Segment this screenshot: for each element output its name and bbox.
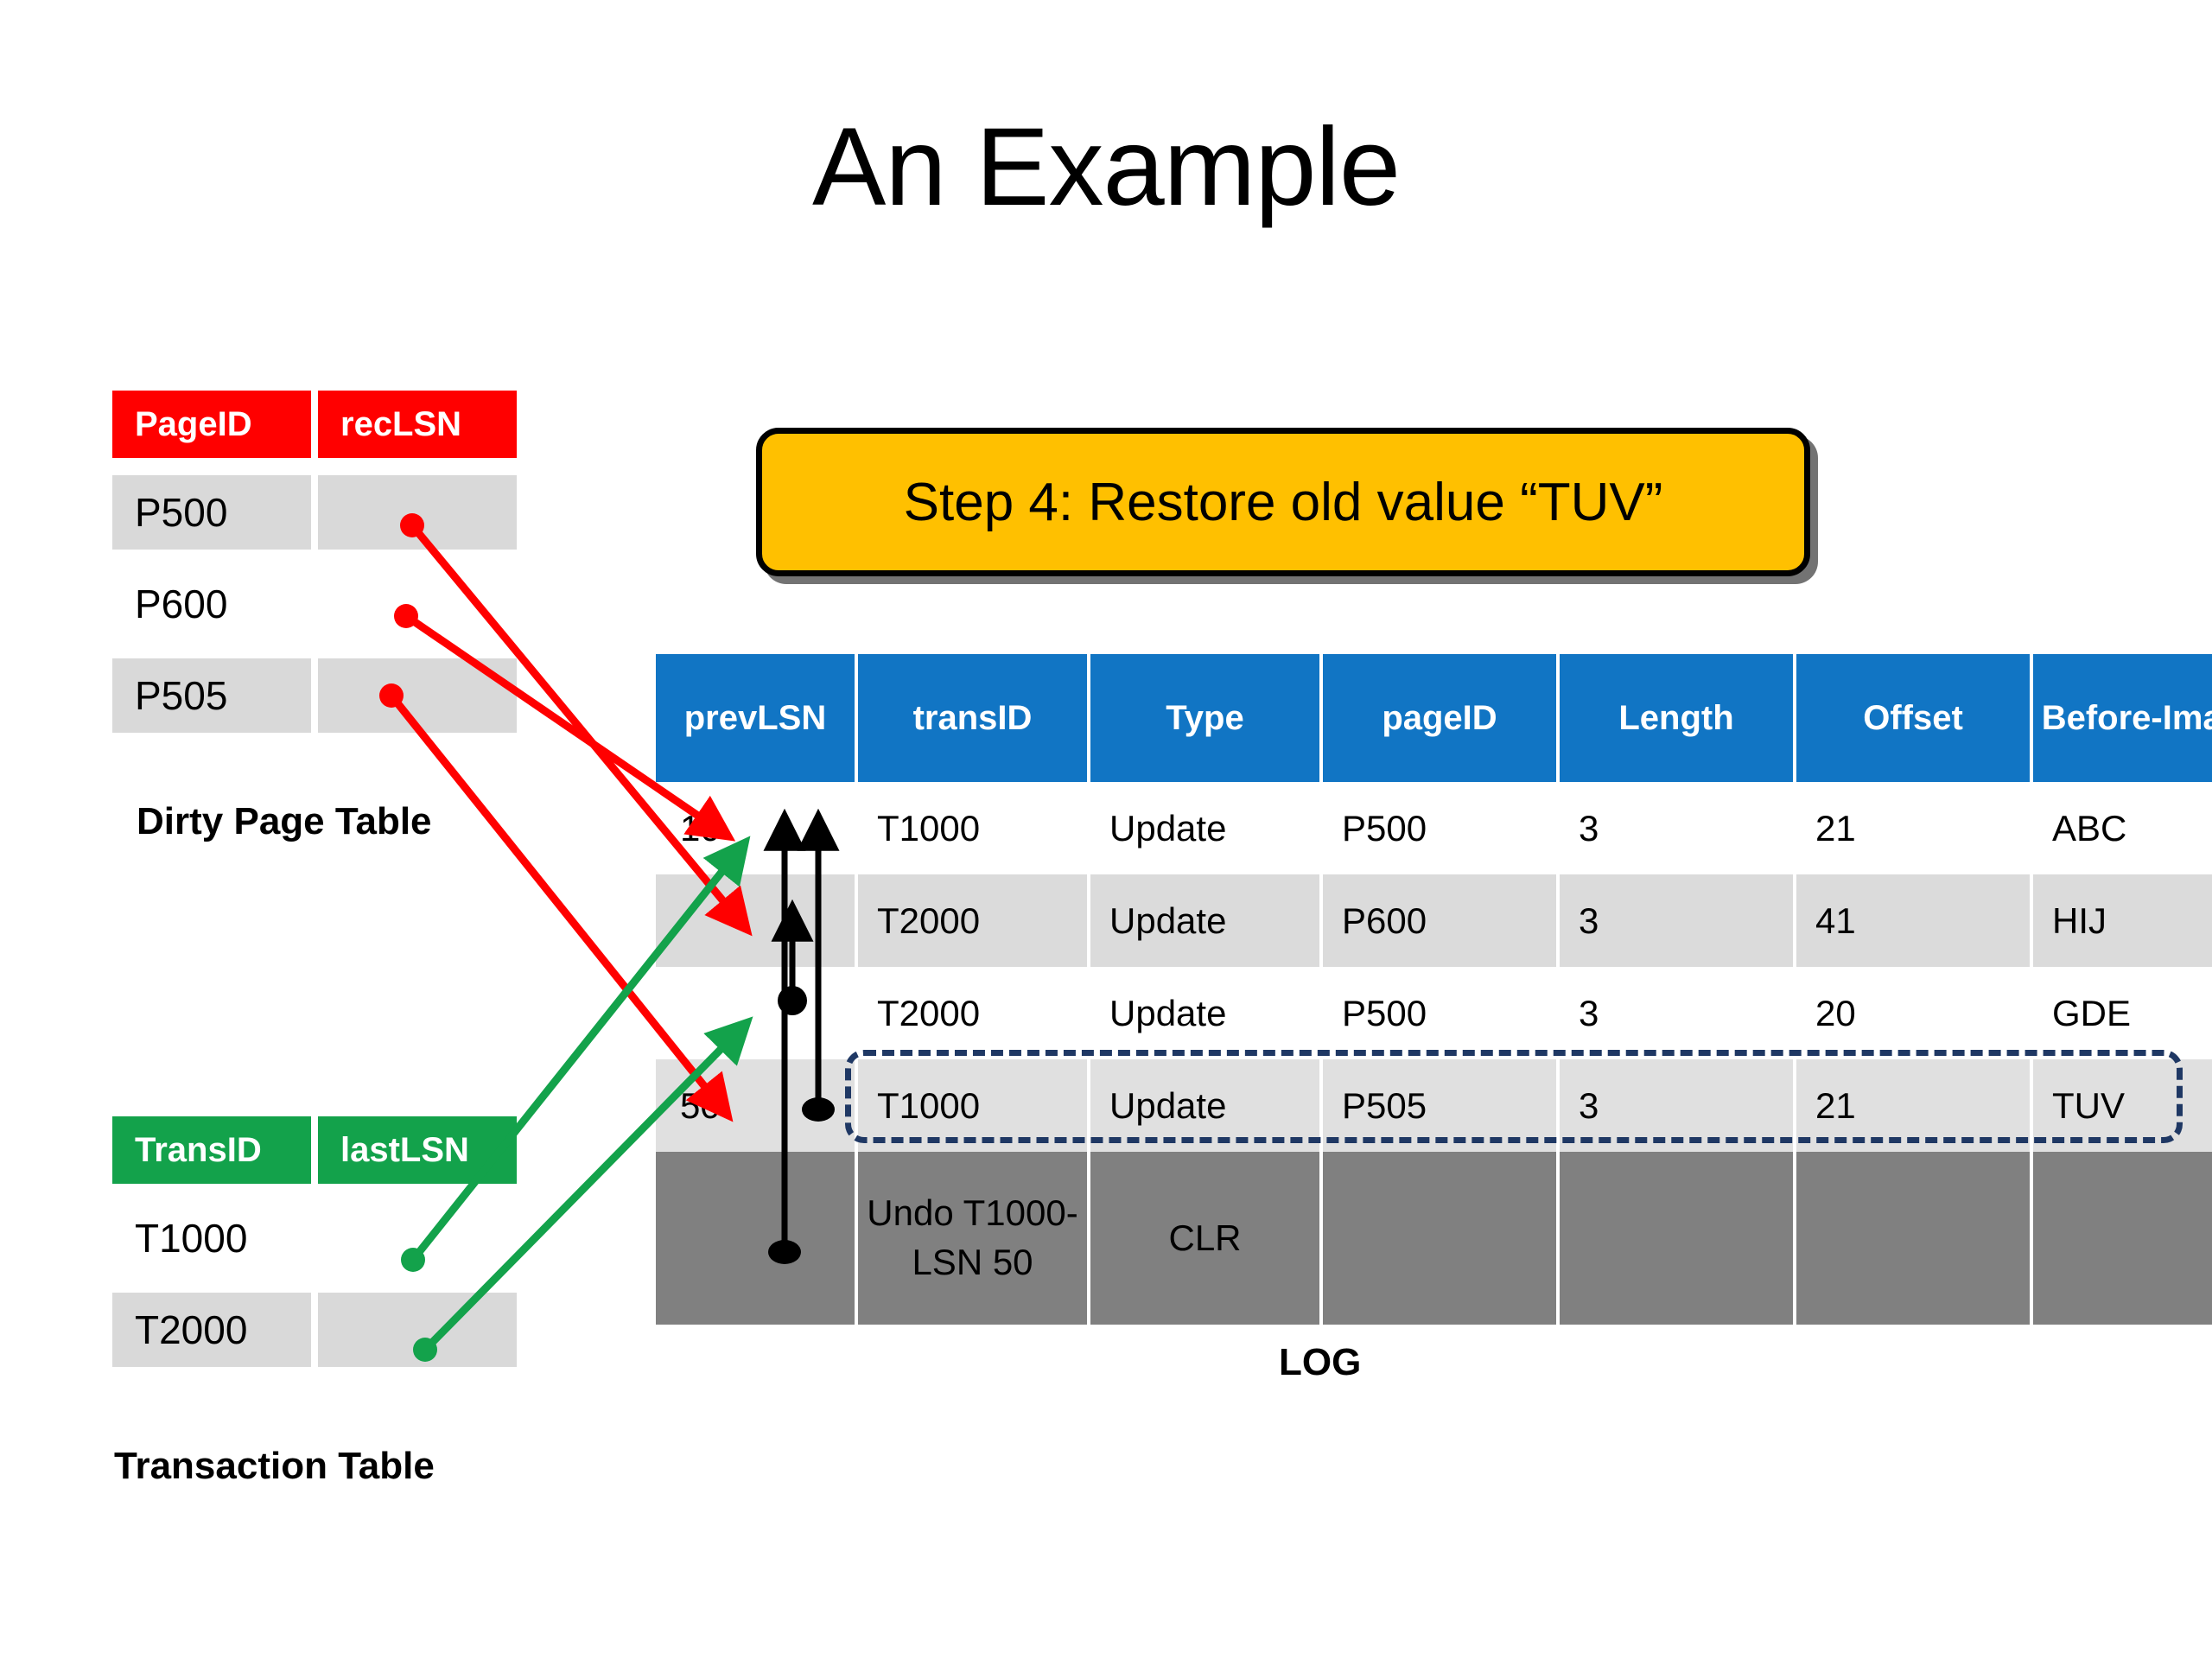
log-cell-type: Update [1109,807,1227,849]
dirty-page-table: PageID recLSN P500 P600 P505 [112,391,527,733]
log-cell-offset: 21 [1796,1059,2030,1152]
transaction-table: TransID lastLSN T1000 T2000 [112,1116,527,1367]
dpt-cell-pageid: P600 [135,582,228,626]
table-row-highlighted[interactable]: 50 T1000 Update P505 3 21 TUV WXY [656,1059,2212,1152]
tt-header-lastlsn: lastLSN [318,1116,517,1184]
log-cell-length: 3 [1560,1059,1793,1152]
log-cell-type: Update [1090,1059,1319,1152]
log-cell-transid: T2000 [858,874,1087,967]
log-cell-offset: 41 [1796,874,2030,967]
log-cell-length: 3 [1579,992,1599,1033]
dirty-page-table-caption: Dirty Page Table [137,800,432,842]
dpt-cell-pageid: P500 [112,475,311,550]
log-cell-prevlsn: 50 [656,1059,855,1152]
log-cell-pageid: P500 [1342,992,1427,1033]
log-header-type: Type [1090,654,1319,782]
log-cell-pageid: P500 [1342,807,1427,849]
log-header-prevlsn: prevLSN [656,654,855,782]
table-row[interactable]: P500 [112,475,527,550]
log-header-row: prevLSN transID Type pageID Length Offse… [656,654,2212,782]
log-header-length: Length [1560,654,1793,782]
table-row[interactable]: T2000 [112,1293,527,1367]
log-cell-length [1560,1152,1793,1325]
log-cell-prevlsn [656,1152,855,1325]
tt-cell-lastlsn [318,1201,517,1275]
log-cell-length: 3 [1560,874,1793,967]
log-cell-before-image: HIJ [2033,874,2212,967]
log-cell-offset [1796,1152,2030,1325]
dpt-cell-reclsn [318,475,517,550]
log-cell-transid: T1000 [858,1059,1087,1152]
step-callout-banner: Step 4: Restore old value “TUV” [756,428,1810,576]
table-row-clr[interactable]: Undo T1000-LSN 50 CLR [656,1152,2212,1325]
log-table-caption: LOG [1279,1341,1362,1383]
log-cell-before-image: ABC [2052,807,2127,849]
table-row[interactable]: T2000 Update P600 3 41 HIJ KLM [656,874,2212,967]
log-cell-transid: T1000 [877,807,981,849]
log-table: prevLSN transID Type pageID Length Offse… [652,654,2212,1325]
log-cell-prevlsn [656,874,855,967]
dpt-cell-reclsn [318,658,517,733]
tt-cell-transid: T2000 [112,1293,311,1367]
log-header-pageid: pageID [1323,654,1556,782]
log-cell-pageid: P600 [1323,874,1556,967]
log-cell-type: Update [1090,874,1319,967]
dpt-cell-pageid: P505 [112,658,311,733]
log-cell-prevlsn [656,967,855,1059]
tt-cell-transid: T1000 [135,1216,248,1261]
page-title: An Example [811,105,1401,229]
dpt-header-reclsn: recLSN [318,391,517,458]
log-cell-pageid [1323,1152,1556,1325]
log-header-before-image: Before-Image [2033,654,2212,782]
log-header-transid: transID [858,654,1087,782]
log-cell-type: CLR [1090,1152,1319,1325]
log-cell-before-image: TUV [2033,1059,2212,1152]
dpt-header-pageid: PageID [112,391,311,458]
log-cell-length: 3 [1579,807,1599,849]
log-header-offset: Offset [1796,654,2030,782]
table-row[interactable]: P505 [112,658,527,733]
table-row[interactable]: 10 T1000 Update P500 3 21 ABC DEF [656,782,2212,874]
log-cell-pageid: P505 [1323,1059,1556,1152]
log-cell-before-image [2033,1152,2212,1325]
table-row[interactable]: T2000 Update P500 3 20 GDE QRS [656,967,2212,1059]
log-cell-offset: 20 [1815,992,1856,1033]
log-cell-transid: Undo T1000-LSN 50 [858,1152,1087,1325]
log-cell-offset: 21 [1815,807,1856,849]
table-row[interactable]: T1000 [112,1201,527,1275]
tt-cell-lastlsn [318,1293,517,1367]
table-row[interactable]: P600 [112,567,527,641]
transaction-table-caption: Transaction Table [114,1445,435,1487]
log-cell-type: Update [1109,992,1227,1033]
log-cell-before-image: GDE [2052,992,2132,1033]
tt-header-transid: TransID [112,1116,311,1184]
log-cell-transid: T2000 [877,992,981,1033]
step-callout-text: Step 4: Restore old value “TUV” [903,472,1663,532]
dirty-page-table-header: PageID recLSN [112,391,527,458]
dpt-cell-reclsn [318,567,517,641]
transaction-table-header: TransID lastLSN [112,1116,527,1184]
log-cell-prevlsn: 10 [680,807,721,849]
